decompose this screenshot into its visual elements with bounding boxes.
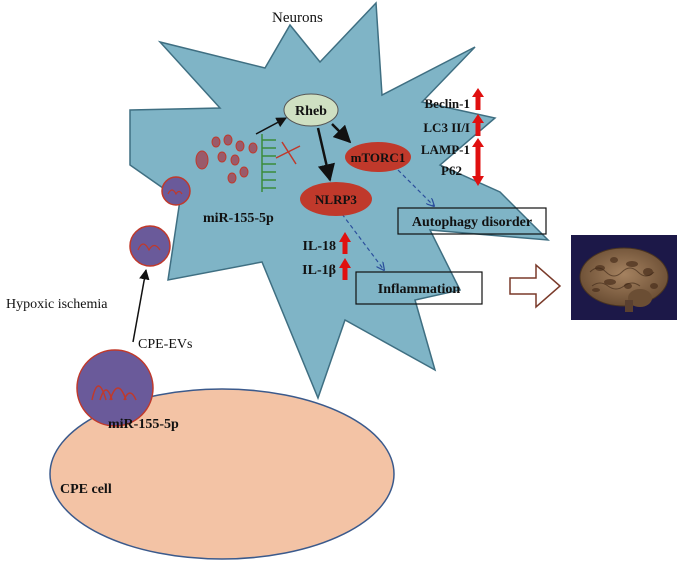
cpe-evs-label: CPE-EVs (138, 337, 192, 352)
up-arrow-icon (472, 138, 484, 160)
receptor-to-rheb-arrow (255, 117, 287, 135)
hypoxic-label: Hypoxic ischemia (6, 297, 108, 312)
cpe-ev-vesicle (76, 349, 154, 427)
up-arrow-icon (472, 88, 484, 110)
mtorc1-label: mTORC1 (351, 150, 406, 165)
down-arrow-icon (472, 160, 484, 186)
ev-vesicle-medium (129, 225, 171, 267)
nlrp3-label: NLRP3 (315, 192, 357, 207)
rheb-to-nlrp3-arrow (316, 127, 335, 182)
up-arrow-icon (472, 114, 484, 136)
il1b-label: IL-1β (302, 263, 336, 278)
autophagy-label: Autophagy disorder (412, 215, 532, 230)
rheb-to-mtorc1-arrow (331, 123, 352, 144)
ev-vesicle-small (161, 176, 191, 206)
inflammation-box (355, 271, 483, 305)
rheb-label: Rheb (295, 104, 327, 119)
neurons-label: Neurons (272, 10, 323, 26)
beclin-label: Beclin-1 (425, 96, 471, 111)
inflammation-label: Inflammation (378, 282, 461, 297)
autophagy-box (397, 207, 547, 235)
il18-label: IL-18 (303, 239, 336, 254)
cpe-cell (49, 388, 395, 560)
rheb-oval (283, 93, 339, 127)
mtorc1-to-autophagy-arrow (397, 169, 434, 206)
mir-neuron-label: miR-155-5p (203, 211, 274, 226)
hollow-right-arrow-icon (509, 263, 562, 309)
brain-image (571, 235, 677, 320)
lc3-label: LC3 II/I (423, 120, 470, 135)
ev-uptake-arrow (132, 268, 150, 343)
lamp-label: LAMP-1 (421, 142, 470, 157)
cpe-cell-label: CPE cell (60, 482, 112, 497)
inhibition-cross (275, 141, 301, 165)
mir-cell-label: miR-155-5p (108, 417, 179, 432)
up-arrow-icon (339, 258, 351, 280)
mtorc1-oval (345, 142, 411, 172)
p62-label: P62 (441, 163, 462, 178)
receptor-fork (261, 134, 276, 192)
intracellular-vesicles (195, 134, 258, 184)
nlrp3-to-inflammation-arrow (341, 213, 384, 270)
up-arrow-icon (339, 232, 351, 254)
nlrp3-oval (300, 182, 372, 216)
